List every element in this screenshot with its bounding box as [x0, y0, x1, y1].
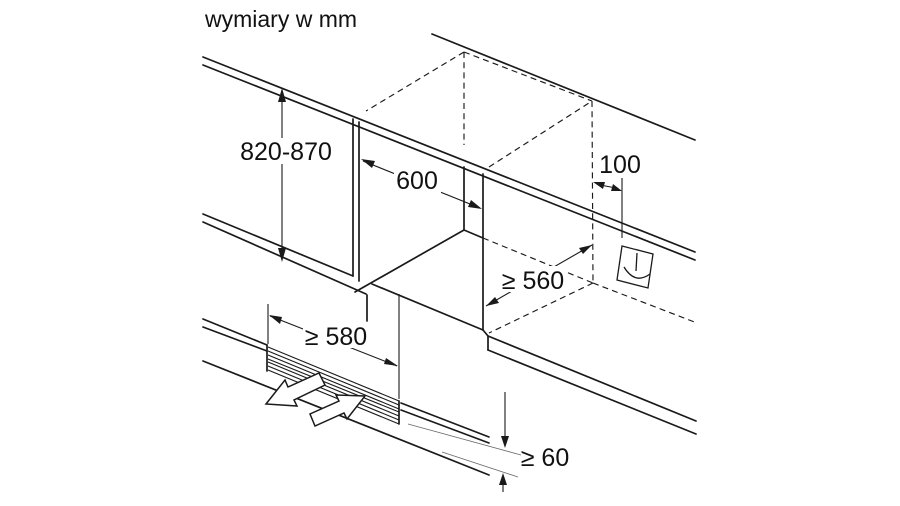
- label-backdrop: [500, 266, 566, 292]
- dim-niche-height-label: 820-870: [240, 138, 332, 166]
- dim-plinth-height: [499, 392, 509, 492]
- right-cabinet: [482, 173, 697, 435]
- dim-niche-height: [278, 88, 286, 262]
- worktop: [202, 56, 696, 261]
- dim-niche-width-label: 600: [396, 167, 438, 195]
- label-backdrop: [238, 138, 333, 164]
- plinth-board: [202, 318, 490, 444]
- plinth-vent-hatch: [267, 346, 400, 425]
- left-cabinet: [202, 118, 368, 322]
- wall-top-edge: [431, 33, 696, 141]
- niche-volume-dashed-box: [365, 51, 698, 334]
- airflow-in-arrow: [309, 394, 367, 427]
- drawing-title: wymiary w mm: [204, 6, 357, 32]
- dim-plinth-height-label: ≥ 60: [521, 444, 569, 472]
- label-backdrop: [394, 169, 441, 193]
- power-socket-icon: [616, 245, 654, 289]
- niche-floor: [354, 166, 484, 331]
- dim-socket-offset: [593, 178, 623, 238]
- airflow-out-arrow: [264, 372, 327, 407]
- dim-niche-depth-label: ≥ 560: [502, 267, 564, 295]
- dim-plinth-cutout-label: ≥ 580: [305, 323, 367, 351]
- dim-plinth-height-extensions: [407, 423, 522, 478]
- label-backdrop: [303, 325, 370, 348]
- dim-socket-offset-label: 100: [599, 151, 641, 179]
